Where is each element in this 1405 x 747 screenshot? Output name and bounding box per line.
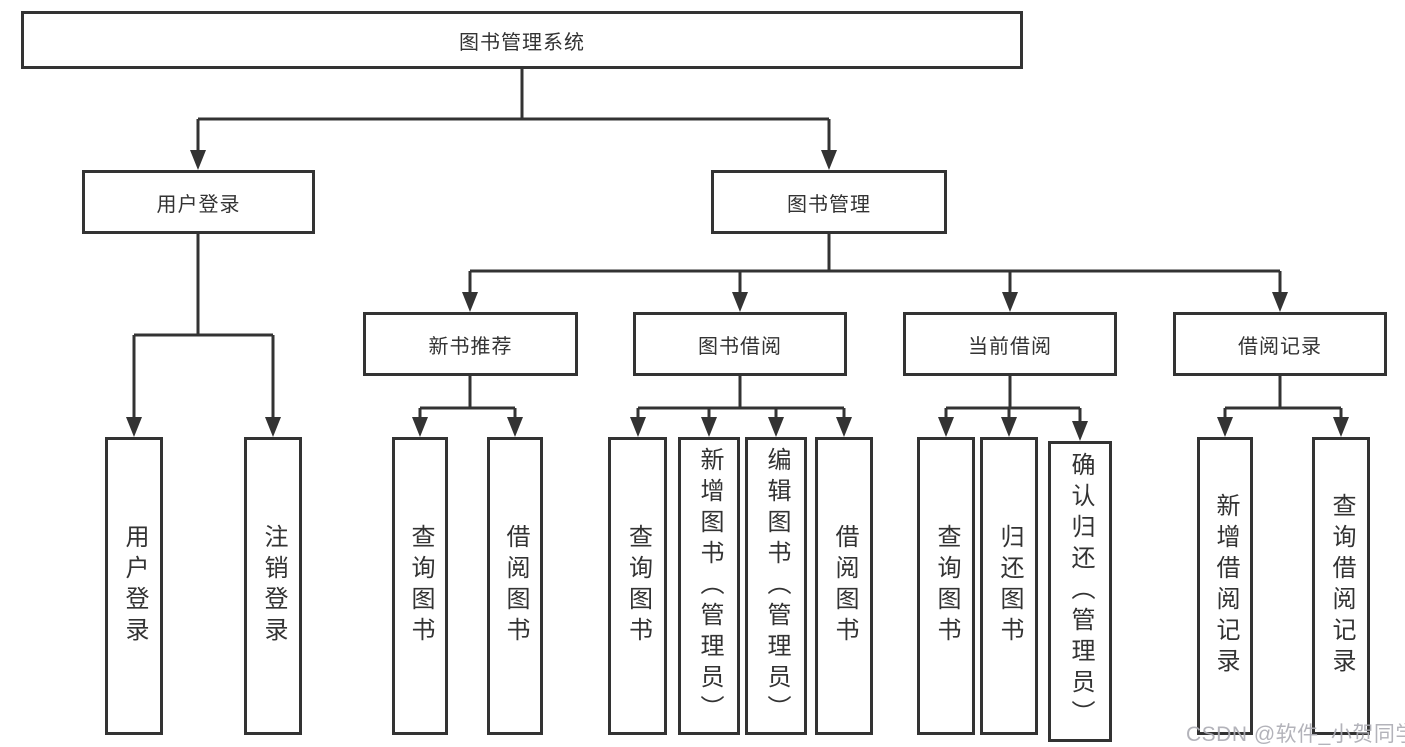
arrowhead-icon [938,417,954,437]
arrowhead-icon [462,292,478,312]
arrowhead-icon [836,417,852,437]
leaf-records-query-record: 查询借阅记录 [1312,437,1370,735]
connector-borrow-records-to-leaves [1223,375,1343,421]
connector-book-management-to-level3 [468,233,1282,296]
connector-book-borrow-to-leaves [636,375,846,421]
arrowhead-icon [768,417,784,437]
arrowhead-icon [507,417,523,437]
leaf-records-query-record-label: 查询借阅记录 [1328,493,1355,679]
node-user-login-label: 用户登录 [156,193,241,216]
leaf-borrow-edit-books-admin-label: 编辑图书（管理员） [763,446,790,726]
leaf-recommend-query-books-label: 查询图书 [407,524,434,648]
connector-lines [132,69,1343,425]
arrowhead-icon [1001,417,1017,437]
leaf-user-login: 用户登录 [105,437,163,735]
node-root-label: 图书管理系统 [459,31,585,54]
connector-arrowheads [126,150,1349,441]
node-user-login: 用户登录 [82,170,315,234]
arrowhead-icon [265,417,281,437]
arrowhead-icon [1002,292,1018,312]
arrowhead-icon [701,417,717,437]
arrowhead-icon [630,417,646,437]
node-root-system: 图书管理系统 [21,11,1023,69]
leaf-records-add-record-label: 新增借阅记录 [1212,493,1239,679]
leaf-current-query-books: 查询图书 [917,437,975,735]
arrowhead-icon [732,292,748,312]
csdn-watermark: CSDN @软件_小贺同学 [1186,723,1405,746]
node-book-management: 图书管理 [711,170,947,234]
leaf-borrow-add-books-admin: 新增图书（管理员） [678,437,740,735]
node-book-management-label: 图书管理 [787,193,871,216]
node-borrow-records-label: 借阅记录 [1238,335,1322,358]
leaf-borrow-query-books-label: 查询图书 [624,524,652,648]
leaf-current-return-books-label: 归还图书 [996,524,1023,648]
leaf-logout-label: 注销登录 [260,524,287,648]
arrowhead-icon [1217,417,1233,437]
leaf-current-confirm-return-admin-label: 确认归还（管理员） [1067,452,1094,731]
leaf-recommend-borrow-books: 借阅图书 [487,437,543,735]
node-new-book-recommend: 新书推荐 [363,312,578,376]
leaf-borrow-borrow-books-label: 借阅图书 [831,524,858,648]
node-current-borrow: 当前借阅 [903,312,1117,376]
node-book-borrow-label: 图书借阅 [698,335,782,358]
leaf-borrow-borrow-books: 借阅图书 [815,437,873,735]
leaf-records-add-record: 新增借阅记录 [1197,437,1253,735]
node-new-book-recommend-label: 新书推荐 [428,335,513,358]
leaf-recommend-borrow-books-label: 借阅图书 [502,524,529,648]
node-borrow-records: 借阅记录 [1173,312,1387,376]
leaf-current-return-books: 归还图书 [980,437,1038,735]
connector-current-borrow-to-leaves [944,375,1082,425]
leaf-borrow-query-books: 查询图书 [608,437,667,735]
leaf-recommend-query-books: 查询图书 [392,437,448,735]
arrowhead-icon [190,150,206,170]
connector-new-book-to-leaves [418,375,517,421]
arrowhead-icon [821,150,837,170]
arrowhead-icon [412,417,428,437]
node-book-borrow: 图书借阅 [633,312,847,376]
leaf-logout: 注销登录 [244,437,302,735]
arrowhead-icon [126,417,142,437]
leaf-current-query-books-label: 查询图书 [933,524,960,648]
arrowhead-icon [1272,292,1288,312]
leaf-current-confirm-return-admin: 确认归还（管理员） [1048,441,1112,742]
connector-user-login-to-leaves [132,233,275,421]
leaf-borrow-add-books-admin-label: 新增图书（管理员） [696,446,723,726]
arrowhead-icon [1333,417,1349,437]
leaf-user-login-label: 用户登录 [121,524,148,648]
arrowhead-icon [1072,421,1088,441]
node-current-borrow-label: 当前借阅 [968,335,1052,358]
leaf-borrow-edit-books-admin: 编辑图书（管理员） [745,437,807,735]
connector-root-to-level2 [196,69,831,154]
